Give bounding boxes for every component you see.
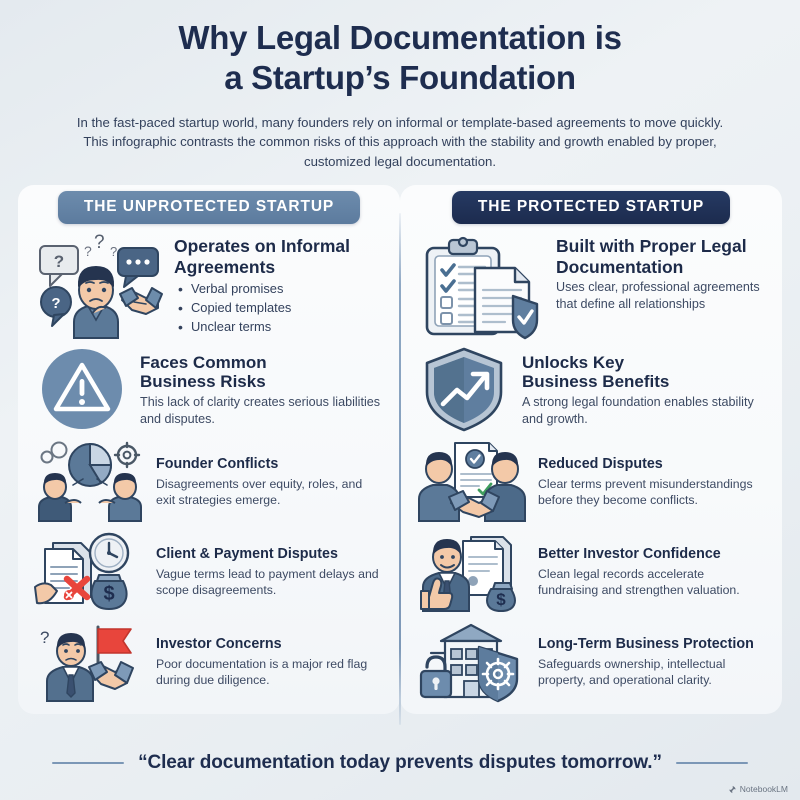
comparison-columns: THE UNPROTECTED STARTUP ? ? ? (0, 185, 800, 726)
heading-operates-informal-agreements: Operates on Informal Agreements (174, 236, 351, 277)
banner-protected-startup: THE PROTECTED STARTUP (451, 191, 731, 225)
clipboard-checklist-document-shield-icon (416, 234, 546, 340)
description-client-payment-disputes: Vague terms lead to payment delays and s… (156, 566, 379, 597)
building-lock-shield-icon (416, 620, 528, 703)
svg-text:?: ? (94, 232, 105, 253)
entry-faces-common-business-risks: Faces Common Business Risks This lack of… (32, 342, 386, 436)
entry-better-investor-confidence: $ Better Investor Confidence Clean legal… (414, 526, 768, 616)
footer: “Clear documentation today prevents disp… (0, 752, 800, 774)
heading-line-1: Faces Common (140, 352, 267, 372)
svg-text:?: ? (51, 295, 60, 312)
heading-better-investor-confidence: Better Investor Confidence (538, 546, 721, 563)
heading-investor-concerns: Investor Concerns (156, 636, 282, 653)
handshake-signed-contract-check-icon (416, 440, 528, 523)
description-reduced-disputes: Clear terms prevent misunderstandings be… (538, 476, 753, 507)
heading-founder-conflicts: Founder Conflicts (156, 456, 279, 473)
documents-clock-money-bag-red-x-icon: $ (34, 530, 146, 612)
thumbs-up-investor-documents-money-bag-icon: $ (416, 530, 528, 613)
entry-unlocks-key-business-benefits: Unlocks Key Business Benefits A strong l… (414, 342, 768, 436)
shield-growth-arrow-icon (416, 346, 512, 432)
notebooklm-icon (729, 785, 736, 793)
entry-client-payment-disputes: $ Client & Payment Disputes Vague terms … (32, 526, 386, 616)
svg-text:?: ? (40, 628, 49, 647)
page-subtitle: In the fast-paced startup world, many fo… (76, 114, 724, 169)
banner-unprotected-startup: THE UNPROTECTED STARTUP (57, 191, 361, 225)
heading-built-proper-legal-documentation: Built with Proper Legal Documentation (556, 236, 766, 277)
entry-operates-informal-agreements: ? ? ? ? ? (32, 230, 386, 342)
heading-unlocks-key-business-benefits: Unlocks Key Business Benefits (522, 353, 766, 393)
title-line-2: a Startup’s Foundation (224, 59, 576, 97)
title-line-1: Why Legal Documentation is (178, 19, 622, 56)
watermark: NotebookLM (728, 784, 788, 794)
description-investor-concerns: Poor documentation is a major red flag d… (156, 656, 368, 687)
column-divider (399, 213, 401, 726)
page-title: Why Legal Documentation is a Startup’s F… (46, 18, 754, 99)
entry-long-term-business-protection: Long-Term Business Protection Safeguards… (414, 616, 768, 706)
description-founder-conflicts: Disagreements over equity, roles, and ex… (156, 476, 363, 507)
column-protected: THE PROTECTED STARTUP (400, 185, 782, 715)
heading-line-2: Business Risks (140, 372, 266, 392)
heading-reduced-disputes: Reduced Disputes (538, 456, 663, 473)
description-built-proper-legal-documentation: Uses clear, professional agreements that… (556, 280, 760, 311)
list-item: Copied templates (178, 298, 384, 319)
description-unlocks-key-business-benefits: A strong legal foundation enables stabil… (522, 395, 754, 426)
svg-text:$: $ (103, 583, 114, 605)
list-item: Unclear terms (178, 317, 384, 338)
heading-long-term-business-protection: Long-Term Business Protection (538, 636, 754, 653)
worried-investor-red-flag-handshake-icon: ? (34, 620, 146, 703)
column-unprotected: THE UNPROTECTED STARTUP ? ? ? (18, 185, 400, 715)
heading-line-2: Business Benefits (522, 372, 670, 392)
confused-founder-speech-bubbles-handshake-icon: ? ? ? ? ? (34, 232, 164, 340)
svg-text:$: $ (496, 590, 506, 609)
description-faces-common-business-risks: This lack of clarity creates serious lia… (140, 395, 381, 426)
svg-text:?: ? (110, 244, 117, 259)
two-founders-pie-chart-gears-icon (34, 440, 146, 523)
heading-client-payment-disputes: Client & Payment Disputes (156, 546, 338, 563)
watermark-label: NotebookLM (739, 784, 788, 794)
entry-investor-concerns: ? (32, 616, 386, 706)
description-better-investor-confidence: Clean legal records accelerate fundraisi… (538, 566, 740, 597)
footer-rule-left (52, 761, 125, 765)
svg-text:?: ? (84, 243, 92, 259)
footer-quote: “Clear documentation today prevents disp… (138, 752, 662, 773)
bullet-list-informal-agreements: Verbal promises Copied templates Unclear… (174, 279, 384, 338)
entry-founder-conflicts: Founder Conflicts Disagreements over equ… (32, 436, 386, 526)
heading-line-1: Built with Proper Legal (556, 236, 747, 257)
header: Why Legal Documentation is a Startup’s F… (0, 0, 800, 171)
svg-text:?: ? (54, 252, 64, 271)
list-item: Verbal promises (178, 279, 384, 300)
heading-faces-common-business-risks: Faces Common Business Risks (140, 353, 384, 393)
heading-line-2: Documentation (556, 256, 684, 277)
footer-rule-right (675, 761, 748, 765)
heading-line-1: Unlocks Key (522, 352, 625, 372)
entry-built-proper-legal-documentation: Built with Proper Legal Documentation Us… (414, 230, 768, 342)
description-long-term-business-protection: Safeguards ownership, intellectual prope… (538, 656, 726, 687)
entry-reduced-disputes: Reduced Disputes Clear terms prevent mis… (414, 436, 768, 526)
warning-triangle-circle-icon (34, 346, 130, 432)
